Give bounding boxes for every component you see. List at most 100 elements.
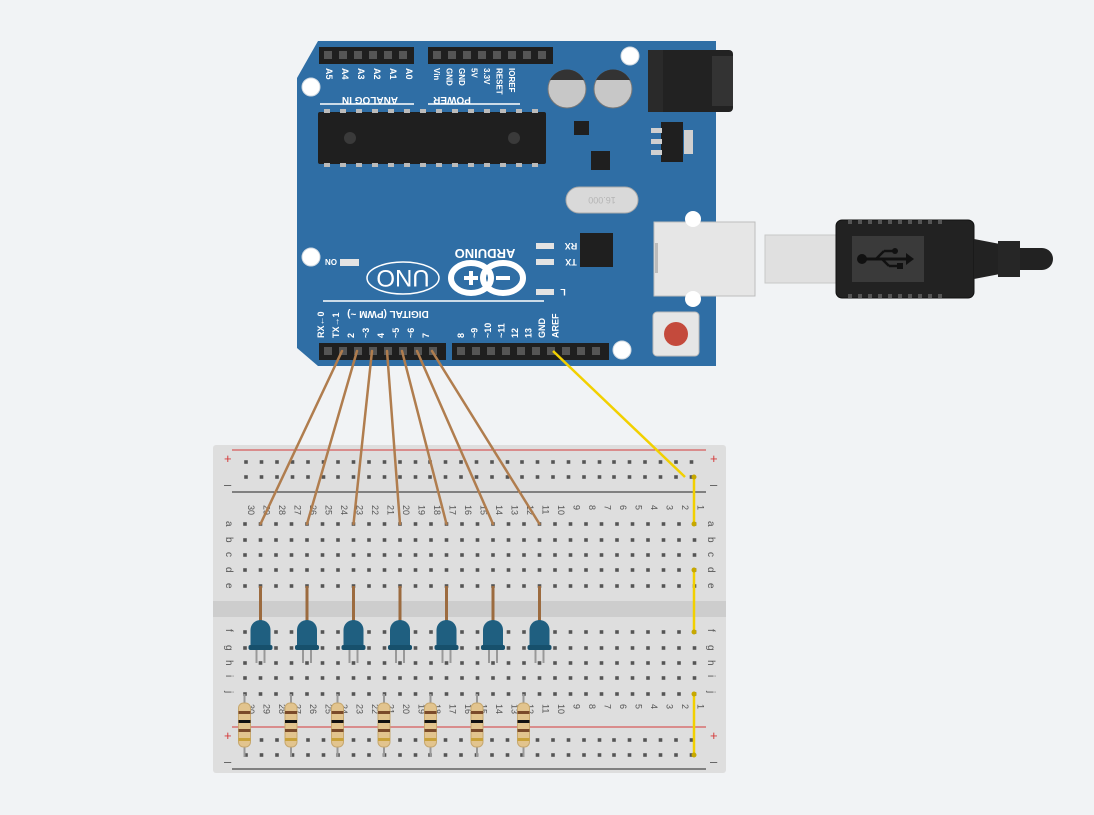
terminal-hole[interactable]	[413, 522, 418, 526]
rail-hole[interactable]	[643, 738, 647, 742]
rail-hole[interactable]	[582, 753, 586, 757]
reset-button[interactable]	[652, 311, 700, 357]
terminal-hole[interactable]	[429, 646, 433, 650]
rail-hole[interactable]	[244, 753, 248, 757]
terminal-hole[interactable]	[568, 584, 573, 588]
rail-hole[interactable]	[275, 738, 279, 742]
resistor[interactable]	[517, 702, 530, 748]
terminal-hole[interactable]	[429, 584, 433, 588]
terminal-hole[interactable]	[537, 661, 542, 665]
terminal-hole[interactable]	[367, 676, 371, 680]
terminal-hole[interactable]	[584, 676, 588, 680]
terminal-hole[interactable]	[553, 630, 557, 634]
rail-hole[interactable]	[244, 475, 248, 479]
terminal-hole[interactable]	[615, 522, 619, 526]
rail-hole[interactable]	[443, 738, 448, 742]
terminal-hole[interactable]	[584, 538, 588, 542]
resistors[interactable]	[238, 702, 530, 748]
terminal-hole[interactable]	[537, 553, 542, 557]
rail-hole[interactable]	[367, 460, 371, 464]
terminal-hole[interactable]	[382, 584, 387, 588]
terminal-hole[interactable]	[646, 538, 650, 542]
terminal-hole[interactable]	[243, 538, 247, 542]
terminal-hole[interactable]	[646, 692, 650, 696]
terminal-hole[interactable]	[320, 522, 325, 526]
terminal-hole[interactable]	[367, 584, 371, 588]
header-pin[interactable]	[547, 347, 555, 355]
terminal-hole[interactable]	[305, 568, 309, 572]
rail-hole[interactable]	[306, 460, 310, 464]
terminal-hole[interactable]	[677, 568, 681, 572]
terminal-hole[interactable]	[444, 538, 449, 542]
rail-hole[interactable]	[505, 475, 510, 479]
rail-hole[interactable]	[275, 475, 279, 479]
terminal-hole[interactable]	[258, 538, 263, 542]
terminal-hole[interactable]	[630, 646, 635, 650]
terminal-hole[interactable]	[243, 676, 247, 680]
rail-hole[interactable]	[597, 475, 602, 479]
rail-hole[interactable]	[582, 738, 586, 742]
rail-hole[interactable]	[290, 460, 295, 464]
terminal-hole[interactable]	[537, 676, 542, 680]
terminal-hole[interactable]	[305, 538, 309, 542]
terminal-hole[interactable]	[522, 522, 526, 526]
terminal-hole[interactable]	[506, 630, 511, 634]
terminal-hole[interactable]	[460, 646, 464, 650]
terminal-hole[interactable]	[336, 568, 340, 572]
terminal-hole[interactable]	[367, 646, 371, 650]
terminal-hole[interactable]	[630, 676, 635, 680]
rail-hole[interactable]	[658, 753, 663, 757]
terminal-hole[interactable]	[274, 630, 278, 634]
terminal-hole[interactable]	[243, 630, 247, 634]
terminal-hole[interactable]	[584, 646, 588, 650]
digital-wire[interactable]	[430, 349, 541, 526]
terminal-hole[interactable]	[568, 538, 573, 542]
terminal-hole[interactable]	[320, 676, 325, 680]
terminal-hole[interactable]	[475, 522, 480, 526]
terminal-hole[interactable]	[258, 661, 263, 665]
terminal-hole[interactable]	[599, 630, 604, 634]
terminal-hole[interactable]	[506, 538, 511, 542]
led[interactable]	[295, 620, 319, 650]
digital-wire[interactable]	[305, 349, 359, 526]
terminal-hole[interactable]	[553, 692, 557, 696]
led[interactable]	[527, 620, 552, 650]
terminal-hole[interactable]	[491, 538, 495, 542]
rail-hole[interactable]	[259, 738, 264, 742]
terminal-hole[interactable]	[429, 568, 433, 572]
terminal-hole[interactable]	[382, 661, 387, 665]
rail-hole[interactable]	[658, 475, 663, 479]
terminal-hole[interactable]	[661, 522, 666, 526]
rail-hole[interactable]	[398, 460, 402, 464]
terminal-hole[interactable]	[646, 661, 650, 665]
rail-hole[interactable]	[398, 738, 402, 742]
rail-hole[interactable]	[551, 753, 555, 757]
terminal-hole[interactable]	[491, 553, 495, 557]
terminal-hole[interactable]	[646, 584, 650, 588]
terminal-hole[interactable]	[537, 692, 542, 696]
terminal-hole[interactable]	[413, 676, 418, 680]
rail-hole[interactable]	[490, 753, 494, 757]
terminal-hole[interactable]	[599, 553, 604, 557]
terminal-hole[interactable]	[444, 676, 449, 680]
rail-hole[interactable]	[627, 475, 632, 479]
header-pin[interactable]	[532, 347, 540, 355]
terminal-hole[interactable]	[568, 630, 573, 634]
rail-hole[interactable]	[244, 460, 248, 464]
header-pin[interactable]	[324, 51, 332, 59]
terminal-hole[interactable]	[429, 676, 433, 680]
rail-hole[interactable]	[658, 460, 663, 464]
terminal-hole[interactable]	[692, 553, 697, 557]
terminal-hole[interactable]	[615, 553, 619, 557]
rail-hole[interactable]	[535, 738, 540, 742]
terminal-hole[interactable]	[661, 568, 666, 572]
terminal-hole[interactable]	[398, 676, 402, 680]
terminal-hole[interactable]	[584, 522, 588, 526]
terminal-hole[interactable]	[367, 553, 371, 557]
rail-hole[interactable]	[674, 738, 678, 742]
terminal-hole[interactable]	[258, 676, 263, 680]
terminal-hole[interactable]	[506, 661, 511, 665]
digital-wire[interactable]	[352, 349, 374, 526]
rail-hole[interactable]	[413, 475, 418, 479]
terminal-hole[interactable]	[475, 661, 480, 665]
